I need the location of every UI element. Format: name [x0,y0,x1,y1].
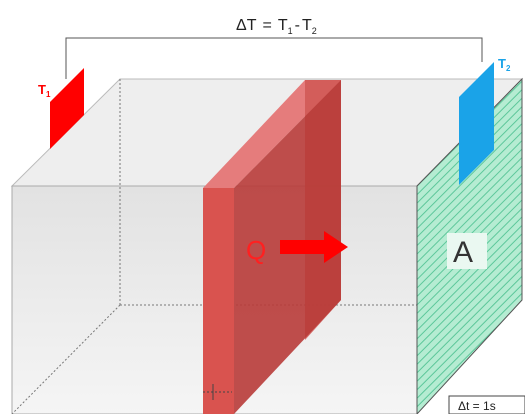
formula-label: ΔT=T1-T2 [236,17,317,36]
t1-probe [50,68,84,149]
connector-line [65,37,483,79]
q-arrow-shaft [280,240,326,254]
area-a-label-bg [447,233,487,269]
time-label-box [448,395,525,414]
wall-front [203,188,234,414]
area-a-label: A [453,236,473,269]
q-arrow-head [324,231,348,263]
t2-probe [459,62,494,185]
time-label: Δt = 1s [458,399,496,413]
q-label: Q [246,235,266,265]
t1-label: T1 [38,82,51,99]
t2-label: T2 [498,56,511,73]
